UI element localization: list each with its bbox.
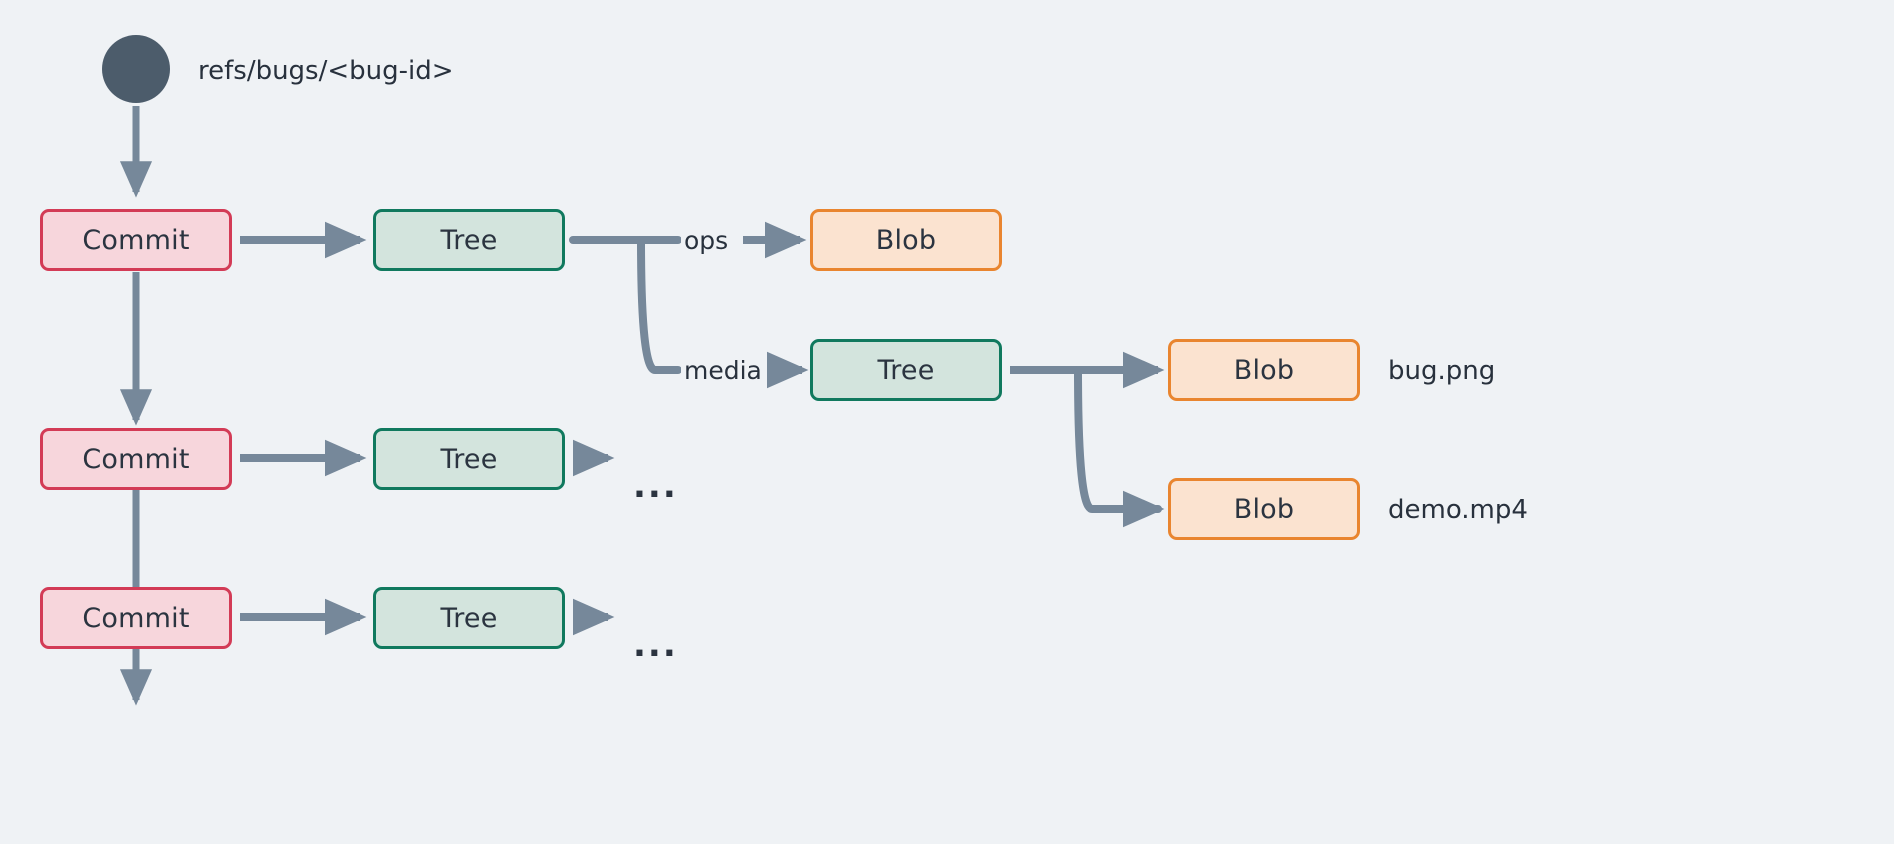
- blob-node-1[interactable]: Blob: [810, 209, 1002, 271]
- tree-node-1[interactable]: Tree: [373, 209, 565, 271]
- edge-tree1-to-media: [637, 236, 682, 374]
- tree-node-4[interactable]: Tree: [810, 339, 1002, 401]
- blob-node-bug-png[interactable]: Blob: [1168, 339, 1360, 401]
- tree-node-3[interactable]: Tree: [373, 587, 565, 649]
- commit-node-1[interactable]: Commit: [40, 209, 232, 271]
- edge-label-ops: ops: [681, 226, 732, 255]
- commit-node-2[interactable]: Commit: [40, 428, 232, 490]
- commit-node-3[interactable]: Commit: [40, 587, 232, 649]
- ref-head-node[interactable]: [102, 35, 170, 103]
- ellipsis-row-2: ...: [633, 466, 678, 506]
- ref-name-label: refs/bugs/<bug-id>: [198, 56, 454, 86]
- edge-label-media: media: [681, 356, 765, 385]
- blob-filename-bug-png: bug.png: [1388, 356, 1496, 386]
- blob-filename-demo-mp4: demo.mp4: [1388, 495, 1528, 525]
- ellipsis-row-3: ...: [633, 625, 678, 665]
- edge-tree4-to-blob-demomp4: [1074, 366, 1165, 528]
- tree-node-2[interactable]: Tree: [373, 428, 565, 490]
- blob-node-demo-mp4[interactable]: Blob: [1168, 478, 1360, 540]
